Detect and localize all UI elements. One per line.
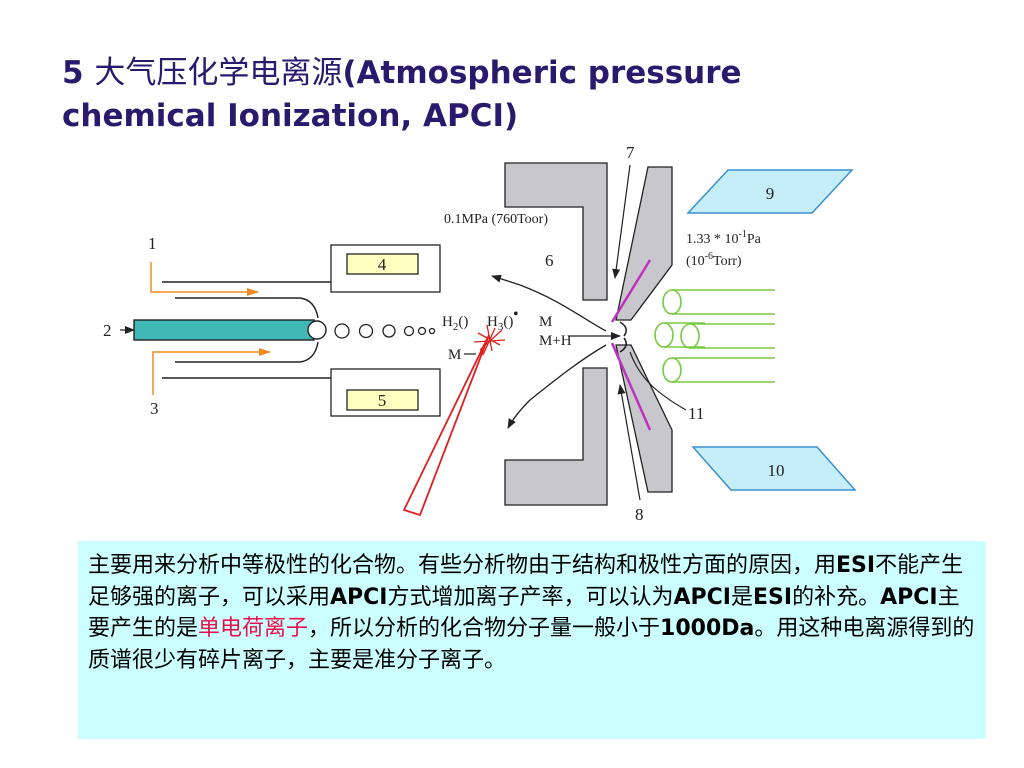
title-chinese: 大气压化学电离源: [94, 55, 343, 91]
desc-apci-3: APCI: [880, 584, 938, 610]
pressure-right-1: 1.33 * 10-1Pa: [686, 229, 762, 247]
desc-mass: 1000Da: [660, 616, 755, 641]
label-8: 8: [635, 505, 644, 524]
title-english-2: chemical Ionization, APCI): [62, 98, 519, 134]
skimmer-bottom: [504, 367, 608, 506]
box-4-inner: [346, 253, 419, 275]
label-h3o: H3()•: [487, 307, 518, 333]
ion-lenses: [654, 289, 775, 383]
label-2: 2: [103, 321, 112, 340]
label-11: 11: [688, 404, 704, 423]
magenta-edge-top: [610, 259, 652, 323]
gas-arrow-3: [152, 348, 271, 395]
desc-apci-1: APCI: [330, 584, 388, 610]
title-english-1: (Atmospheric pressure: [342, 55, 742, 91]
title-number: 5: [62, 55, 95, 91]
pressure-left: 0.1MPa (760Toor): [444, 212, 548, 227]
label-m-plus-h: M+H: [539, 333, 572, 349]
capillary-tip-droplet: [307, 320, 327, 340]
desc-apci-2: APCI: [673, 584, 731, 610]
magenta-edge-bottom: [610, 342, 652, 431]
orifice-curve-bottom: [619, 337, 628, 353]
label-3: 3: [150, 399, 159, 418]
arrow-8: [617, 384, 641, 501]
desc-seg4: 是: [731, 584, 754, 610]
label-7: 7: [626, 143, 635, 162]
label-5: 5: [378, 391, 387, 410]
desc-esi-1: ESI: [836, 553, 876, 578]
plate-9: [686, 169, 854, 214]
capillary: [133, 319, 315, 341]
page-title: 5 大气压化学电离源(Atmospheric pressure chemical…: [62, 52, 962, 138]
desc-seg7: ，所以分析的化合物分子量一般小于: [308, 616, 661, 641]
desc-highlight: 单电荷离子: [198, 616, 309, 641]
label-10: 10: [768, 461, 785, 480]
droplets: [334, 323, 436, 339]
label-m-right: M: [539, 314, 552, 330]
plate-10: [691, 446, 857, 491]
desc-seg5: 的补充。: [792, 584, 881, 610]
label-4: 4: [378, 255, 387, 274]
box-5-inner: [346, 389, 419, 411]
label-m-left: M: [448, 347, 461, 363]
desc-seg1: 主要用来分析中等极性的化合物。有些分析物由于结构和极性方面的原因，用: [88, 553, 837, 578]
label-6: 6: [545, 251, 554, 270]
discharge-spark: [473, 324, 506, 356]
cone-top: [615, 166, 673, 321]
arrow-7: [612, 164, 631, 279]
desc-seg2: 不能产生足够强的离子，可以采用: [88, 553, 964, 610]
flow-arrow-down: [507, 344, 607, 429]
pointer-11: [629, 351, 687, 411]
label-1: 1: [148, 234, 157, 253]
desc-seg8: 。用这种电离源得到的质谱很少有碎片离子，主要是准分子离子。: [88, 616, 975, 673]
pressure-right-2: (10-6Torr): [686, 251, 742, 269]
corona-needle: [402, 334, 490, 517]
desc-seg6: 主要产生的是: [88, 584, 960, 642]
flow-arrow-up: [491, 274, 607, 332]
label-h2o: H2(): [442, 314, 468, 333]
desc-seg3: 方式增加离子产率，可以认为: [387, 584, 674, 610]
orifice-curve-top: [619, 321, 628, 337]
gas-arrow-1: [150, 262, 259, 296]
desc-esi-2: ESI: [753, 584, 793, 610]
skimmer-top: [504, 162, 608, 301]
description-textbox: 主要用来分析中等极性的化合物。有些分析物由于结构和极性方面的原因，用ESI不能产…: [78, 541, 986, 739]
label-9: 9: [766, 184, 775, 203]
